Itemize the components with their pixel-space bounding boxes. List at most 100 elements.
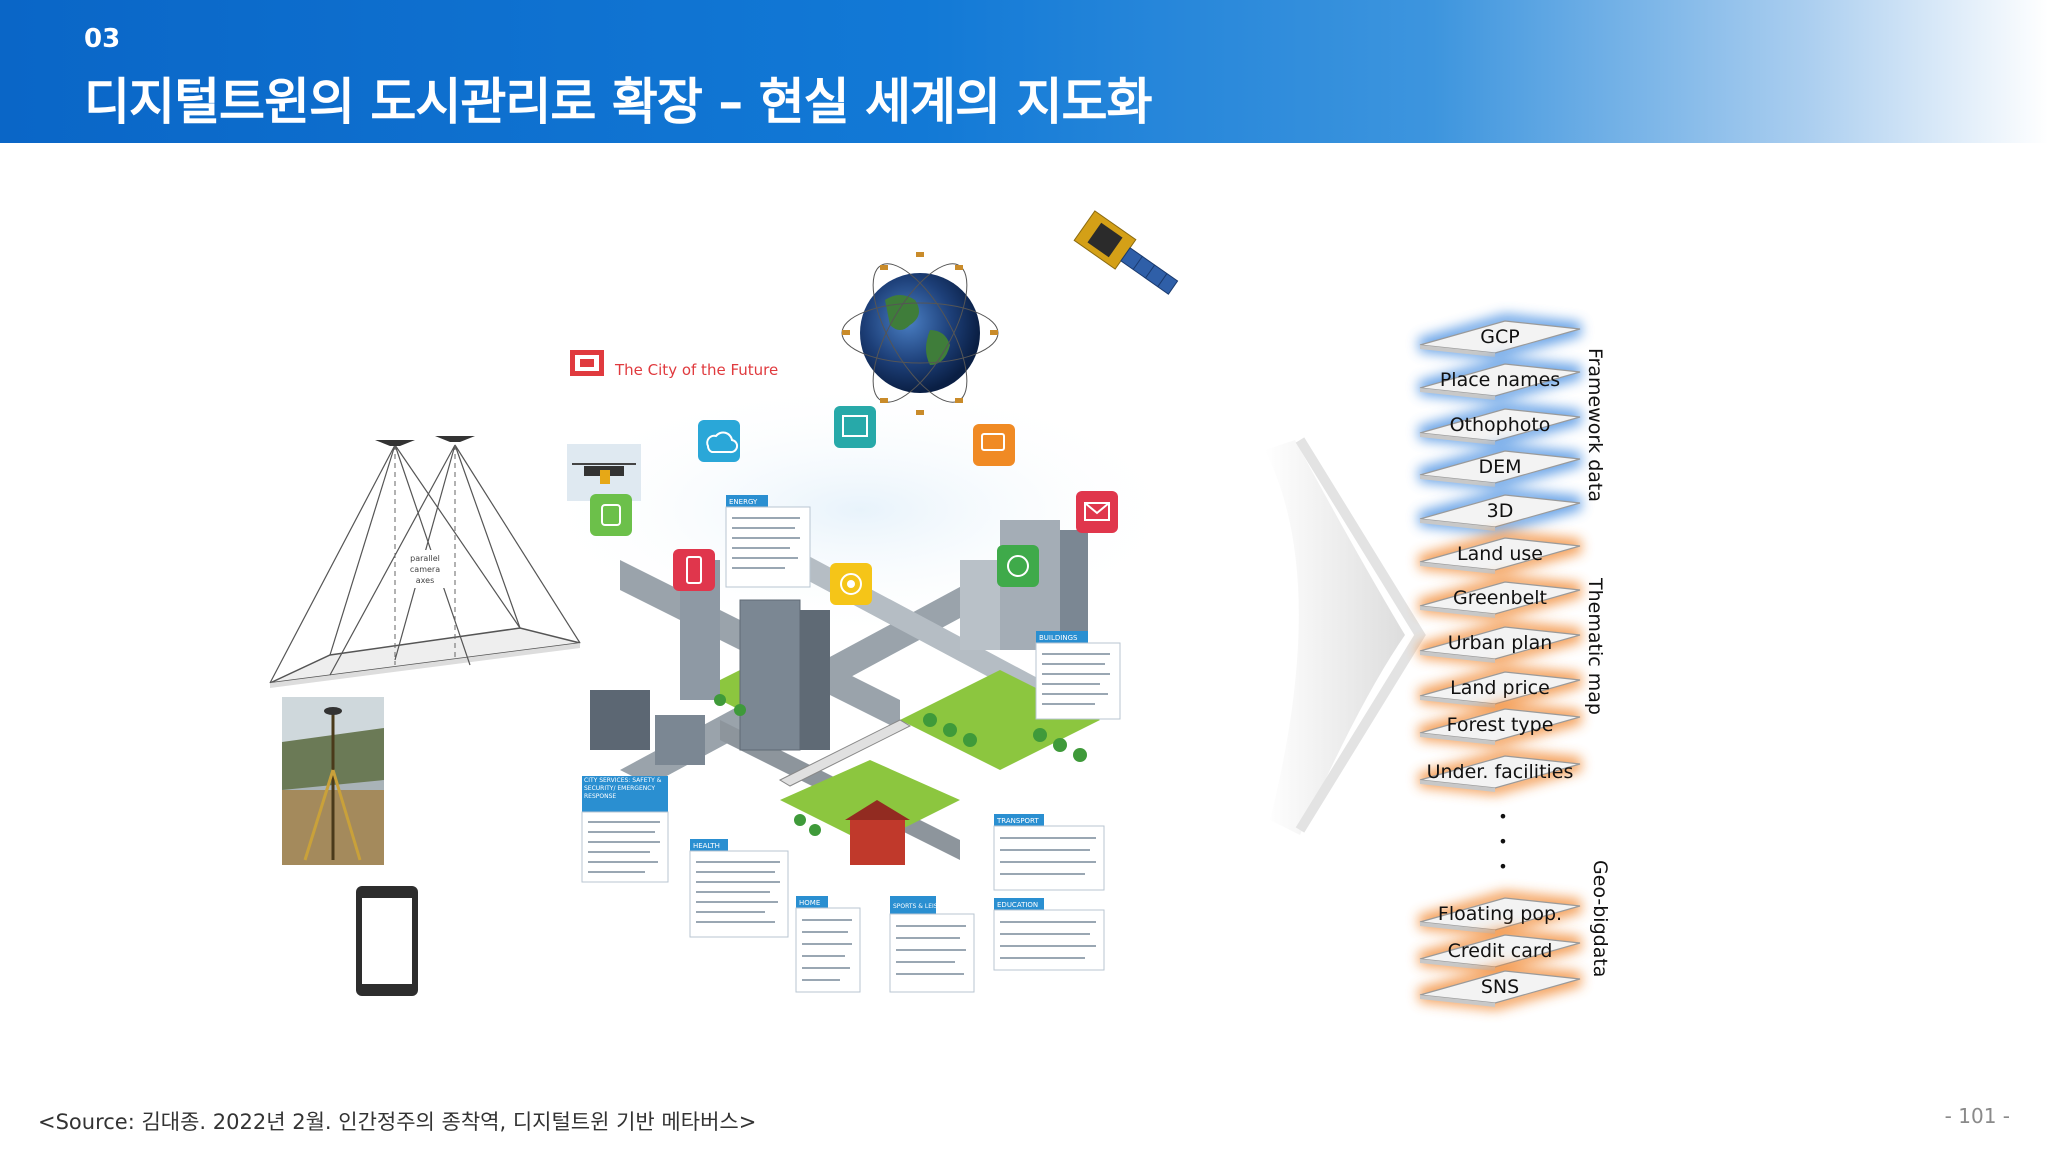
callout-transport: TRANSPORT xyxy=(993,814,1105,891)
gis-layer: Urban plan xyxy=(1418,619,1582,667)
layer-plate xyxy=(1419,494,1581,528)
page-number: - 101 - xyxy=(1944,1104,2010,1128)
layer-label: GCP xyxy=(1480,326,1519,348)
mobile-icon xyxy=(673,549,715,591)
layer-edge xyxy=(1420,606,1495,618)
gis-layer: Credit card xyxy=(1418,927,1582,975)
gis-layer: Land use xyxy=(1418,530,1582,578)
layer-label: Credit card xyxy=(1448,940,1553,962)
callout-transport-label: TRANSPORT xyxy=(996,817,1039,825)
layer-edge xyxy=(1420,519,1495,531)
layer-edge xyxy=(1420,345,1495,357)
layer-edge xyxy=(1420,959,1495,971)
layer-label: Greenbelt xyxy=(1453,587,1547,609)
city-of-the-future-illustration: The City of the Future xyxy=(530,350,1190,993)
gis-layer: Place names xyxy=(1418,356,1582,404)
aerial-camera-diagram: parallel camera axes xyxy=(269,436,581,688)
layer-edge xyxy=(1420,562,1495,574)
airplane-icon xyxy=(375,440,415,446)
title-bar: 03 디지털트윈의 도시관리로 확장 – 현실 세계의 지도화 xyxy=(0,0,2048,143)
layer-edge xyxy=(1420,651,1495,663)
layer-label: Under. facilities xyxy=(1427,761,1574,783)
security-icon xyxy=(590,494,632,536)
layer-label: Place names xyxy=(1440,369,1560,391)
satellite-icon xyxy=(1073,210,1179,295)
layer-plate xyxy=(1419,934,1581,968)
source-citation: <Source: 김대종. 2022년 2월. 인간정주의 종착역, 디지털트윈… xyxy=(38,1110,757,1134)
mail-icon xyxy=(1076,491,1118,533)
layer-label: Land use xyxy=(1457,543,1543,565)
smartphone-icon xyxy=(356,886,418,996)
camera-label-line2: camera xyxy=(410,565,440,574)
callout-city-services-label: CITY SERVICES: SAFETY & SECURITY/ EMERGE… xyxy=(584,777,662,800)
layer-label: Urban plan xyxy=(1448,632,1553,654)
layer-label: Othophoto xyxy=(1450,414,1551,436)
airplane-icon xyxy=(435,436,475,442)
gis-layer: Under. facilities xyxy=(1418,748,1582,796)
gnss-globe-icon xyxy=(841,252,999,415)
gis-layer: Othophoto xyxy=(1418,401,1582,449)
gis-layer: Floating pop. xyxy=(1418,890,1582,938)
cloud-icon xyxy=(698,420,740,462)
layer-edge xyxy=(1420,922,1495,934)
layer-plate xyxy=(1419,970,1581,1004)
callout-education: EDUCATION xyxy=(993,898,1105,971)
layer-plate xyxy=(1419,755,1581,789)
section-number: 03 xyxy=(84,24,121,54)
layer-label: 3D xyxy=(1487,500,1514,522)
group-label-geobigdata: Geo-bigdata xyxy=(1589,860,1611,977)
callout-energy-label: ENERGY xyxy=(729,498,758,506)
camera-label-line1: parallel xyxy=(410,554,440,563)
callout-buildings-label: BUILDINGS xyxy=(1039,634,1078,642)
ellipsis-dot: • xyxy=(1498,832,1507,851)
layer-label: DEM xyxy=(1478,456,1521,478)
layer-edge xyxy=(1420,388,1495,400)
group-label-thematic: Thematic map xyxy=(1584,577,1606,715)
city-digital-twin-figure: parallel camera axes The City of the Fut… xyxy=(269,210,1611,1011)
drone-photo xyxy=(567,444,641,501)
layer-plate xyxy=(1419,626,1581,660)
camera-label-line3: axes xyxy=(416,576,434,585)
group-label-framework: Framework data xyxy=(1584,348,1606,502)
layer-edge xyxy=(1420,733,1495,745)
big-arrow xyxy=(1265,437,1426,835)
layer-edge xyxy=(1420,475,1495,487)
gnss-survey-photo xyxy=(282,697,384,865)
layer-edge xyxy=(1420,433,1495,445)
trees xyxy=(714,694,1087,836)
ellipsis-dot: • xyxy=(1498,807,1507,826)
layer-label: Forest type xyxy=(1447,714,1554,736)
callout-buildings: BUILDINGS xyxy=(1035,631,1121,720)
gis-layer: SNS xyxy=(1418,963,1582,1011)
callout-education-label: EDUCATION xyxy=(997,901,1038,909)
gis-layer: GCP xyxy=(1418,313,1582,361)
layer-plate xyxy=(1419,897,1581,931)
gis-layer: Greenbelt xyxy=(1418,574,1582,622)
globe-pin-icon xyxy=(997,545,1039,587)
layer-plate xyxy=(1419,708,1581,742)
callout-energy: ENERGY xyxy=(725,495,811,588)
callout-health-label: HEALTH xyxy=(693,842,720,850)
callout-health: HEALTH xyxy=(689,839,789,938)
callout-home-label: HOME xyxy=(799,899,820,907)
layer-edge xyxy=(1420,696,1495,708)
slide-title: 디지털트윈의 도시관리로 확장 – 현실 세계의 지도화 xyxy=(84,73,1152,131)
callout-city-services: CITY SERVICES: SAFETY & SECURITY/ EMERGE… xyxy=(581,776,669,883)
image-icon xyxy=(834,406,876,448)
target-icon xyxy=(830,563,872,605)
gis-layer: 3D xyxy=(1418,487,1582,535)
callout-sports: SPORTS & LEISURE xyxy=(889,896,975,993)
callout-sports-label: SPORTS & LEISURE xyxy=(893,903,950,910)
gis-layer: Forest type xyxy=(1418,701,1582,749)
layer-plate xyxy=(1419,671,1581,705)
layer-plate xyxy=(1419,537,1581,571)
callout-home: HOME xyxy=(795,896,861,993)
layer-plate xyxy=(1419,581,1581,615)
layer-edge xyxy=(1420,780,1495,792)
gis-layer: DEM xyxy=(1418,443,1582,491)
layer-label: Floating pop. xyxy=(1438,903,1562,925)
layer-label: Land price xyxy=(1450,677,1550,699)
gis-layer: Land price xyxy=(1418,664,1582,712)
city-title: The City of the Future xyxy=(614,361,778,379)
